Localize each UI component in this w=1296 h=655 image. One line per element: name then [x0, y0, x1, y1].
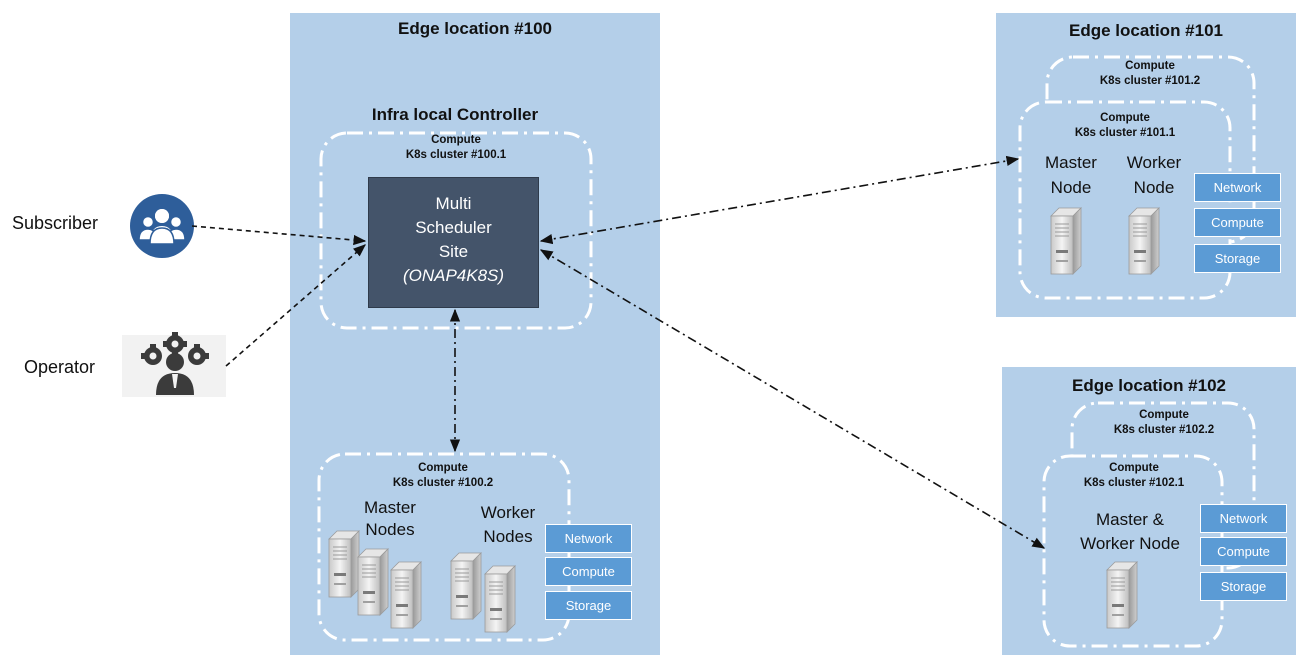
- server-tower-icon: [1106, 561, 1138, 629]
- master-worker-node-label-102: Master & Worker Node: [1060, 508, 1200, 556]
- server-tower-icon: [1050, 207, 1082, 275]
- master-node-101-line2: Node: [1050, 178, 1092, 197]
- scheduler-to-edge-102-arrow: [539, 249, 1046, 549]
- cluster-100-2-line2: K8s cluster #100.2: [392, 477, 494, 489]
- server-tower-icon: [450, 552, 516, 633]
- people-group-icon: [130, 194, 194, 258]
- subscriber-to-scheduler-arrow: [191, 225, 367, 246]
- cluster-102-1-label: Compute K8s cluster #102.1: [1044, 461, 1224, 491]
- cluster-100-2-outline: [317, 452, 571, 642]
- worker-node-label-101: Worker Node: [1119, 150, 1189, 200]
- compute-resource-100: Compute: [545, 557, 632, 586]
- cluster-102-1-line1: Compute: [1109, 462, 1159, 474]
- storage-resource-101: Storage: [1194, 244, 1281, 273]
- subscriber-label: Subscriber: [12, 213, 99, 233]
- infra-local-controller-title: Infra local Controller: [371, 105, 539, 124]
- cluster-100-2-line1: Compute: [418, 462, 468, 474]
- server-tower-icon: [328, 530, 422, 629]
- worker-nodes-line1: Worker: [480, 503, 536, 522]
- master-node-label-101: Master Node: [1036, 150, 1106, 200]
- network-resource-101: Network: [1194, 173, 1281, 202]
- cluster-100-1-line1: Compute: [431, 134, 481, 146]
- network-resource-100: Network: [545, 524, 632, 553]
- cluster-101-2-line2: K8s cluster #101.2: [1099, 75, 1201, 87]
- compute-resource-102: Compute: [1200, 537, 1287, 566]
- scheduler-line2: Scheduler: [415, 218, 492, 237]
- operator-gears-icon: [122, 332, 226, 397]
- storage-resource-100: Storage: [545, 591, 632, 620]
- cluster-100-1-line2: K8s cluster #100.1: [405, 149, 507, 161]
- master-nodes-label-100: Master Nodes: [345, 497, 435, 541]
- cluster-102-2-line2: K8s cluster #102.2: [1113, 424, 1215, 436]
- master-nodes-line2: Nodes: [365, 520, 415, 539]
- storage-resource-102: Storage: [1200, 572, 1287, 601]
- edge-location-100-title: Edge location #100: [398, 19, 552, 38]
- scheduler-line1: Multi: [435, 194, 472, 213]
- cluster-101-1-label: Compute K8s cluster #101.1: [1035, 111, 1215, 141]
- cluster-102-2-label: Compute K8s cluster #102.2: [1074, 408, 1254, 438]
- cluster-101-2-label: Compute K8s cluster #101.2: [1060, 59, 1240, 89]
- multi-scheduler-site-box[interactable]: Multi Scheduler Site (ONAP4K8S): [368, 177, 539, 308]
- worker-nodes-line2: Nodes: [483, 527, 533, 546]
- master-worker-line1: Master &: [1095, 510, 1165, 529]
- worker-node-101-line1: Worker: [1126, 153, 1182, 172]
- cluster-102-2-line1: Compute: [1139, 409, 1189, 421]
- cluster-102-1-line2: K8s cluster #102.1: [1083, 477, 1185, 489]
- scheduler-line4: (ONAP4K8S): [402, 266, 505, 285]
- operator-to-scheduler-arrow: [225, 244, 366, 367]
- network-resource-102: Network: [1200, 504, 1287, 533]
- edge-location-101-title: Edge location #101: [1069, 21, 1223, 40]
- worker-nodes-label-100: Worker Nodes: [463, 502, 553, 548]
- master-worker-line2: Worker Node: [1080, 534, 1180, 553]
- cluster-102-1-outline: [1042, 454, 1224, 648]
- operator-label: Operator: [24, 357, 96, 377]
- cluster-101-1-line1: Compute: [1100, 112, 1150, 124]
- cluster-101-1-line2: K8s cluster #101.1: [1074, 127, 1176, 139]
- cluster-100-1-label: Compute K8s cluster #100.1: [356, 133, 556, 163]
- scheduler-to-edge-101-arrow: [539, 155, 1020, 245]
- worker-node-101-line2: Node: [1133, 178, 1175, 197]
- cluster-101-2-line1: Compute: [1125, 60, 1175, 72]
- server-tower-icon: [1128, 207, 1160, 275]
- master-node-101-line1: Master: [1045, 153, 1097, 172]
- master-nodes-line1: Master: [364, 498, 416, 517]
- cluster-100-2-label: Compute K8s cluster #100.2: [343, 461, 543, 491]
- edge-location-102-title: Edge location #102: [1072, 376, 1226, 395]
- compute-resource-101: Compute: [1194, 208, 1281, 237]
- scheduler-line3: Site: [438, 242, 469, 261]
